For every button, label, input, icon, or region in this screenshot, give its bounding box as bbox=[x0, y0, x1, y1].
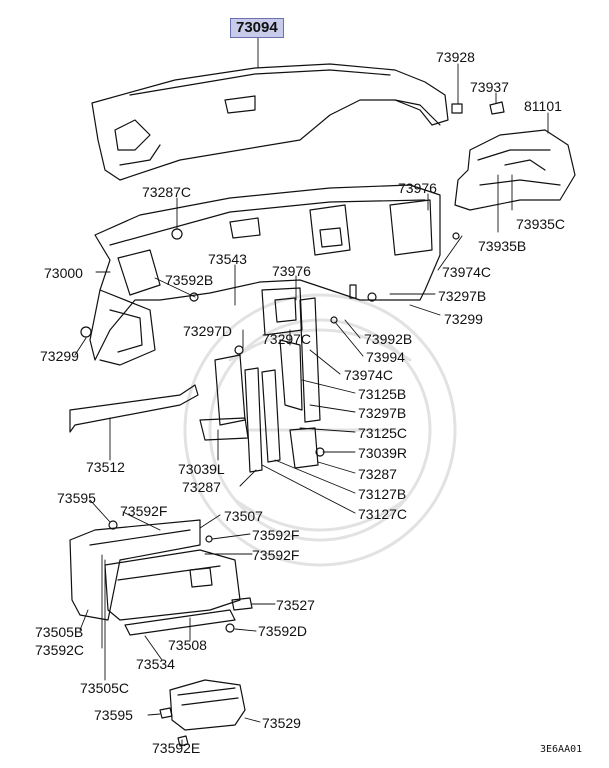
part-label-73976-lower[interactable]: 73976 bbox=[272, 263, 311, 279]
part-label-73976-upper[interactable]: 73976 bbox=[398, 180, 437, 196]
part-label-73592f-mid[interactable]: 73592F bbox=[252, 527, 300, 543]
part-label-73512[interactable]: 73512 bbox=[86, 459, 125, 475]
lower-module-73529 bbox=[159, 679, 246, 747]
dash-panel-main bbox=[89, 184, 441, 366]
part-label-73974c-right[interactable]: 73974C bbox=[442, 264, 492, 280]
part-label-73992b[interactable]: 73992B bbox=[364, 331, 413, 347]
part-label-73287-left[interactable]: 73287 bbox=[182, 479, 221, 495]
part-label-73125b[interactable]: 73125B bbox=[358, 386, 407, 402]
part-label-73094[interactable]: 73094 bbox=[230, 18, 284, 38]
part-label-73287-right[interactable]: 73287 bbox=[358, 466, 397, 482]
part-label-73592b[interactable]: 73592B bbox=[165, 272, 214, 288]
part-label-73127c[interactable]: 73127C bbox=[358, 506, 408, 522]
part-label-73974c-center[interactable]: 73974C bbox=[344, 367, 394, 383]
part-label-73527[interactable]: 73527 bbox=[276, 597, 315, 613]
dash-pad-upper bbox=[91, 63, 449, 181]
clip-73937 bbox=[489, 101, 505, 115]
part-label-73592d[interactable]: 73592D bbox=[258, 623, 308, 639]
part-label-81101[interactable]: 81101 bbox=[524, 98, 562, 114]
part-label-73994[interactable]: 73994 bbox=[366, 349, 405, 365]
meter-hood bbox=[454, 129, 576, 211]
part-label-73287c[interactable]: 73287C bbox=[142, 184, 192, 200]
glove-box-assembly bbox=[69, 519, 253, 636]
part-label-73937[interactable]: 73937 bbox=[470, 79, 509, 95]
clip-73928 bbox=[451, 103, 463, 114]
part-label-73297c[interactable]: 73297C bbox=[262, 331, 312, 347]
leader-lines bbox=[74, 36, 549, 746]
part-label-73039r[interactable]: 73039R bbox=[358, 445, 408, 461]
part-label-73592e[interactable]: 73592E bbox=[152, 740, 201, 756]
part-label-73299-right[interactable]: 73299 bbox=[444, 311, 483, 327]
part-label-73297b-center[interactable]: 73297B bbox=[358, 405, 407, 421]
part-label-73935c[interactable]: 73935C bbox=[516, 216, 566, 232]
part-label-73592c[interactable]: 73592C bbox=[35, 642, 85, 658]
part-label-73127b[interactable]: 73127B bbox=[358, 486, 407, 502]
part-label-73935b[interactable]: 73935B bbox=[478, 238, 527, 254]
part-label-73508[interactable]: 73508 bbox=[168, 637, 207, 653]
part-label-73039l[interactable]: 73039L bbox=[178, 461, 225, 477]
part-label-73595-lower[interactable]: 73595 bbox=[94, 707, 133, 723]
part-label-73297d[interactable]: 73297D bbox=[183, 323, 233, 339]
part-label-73000[interactable]: 73000 bbox=[44, 265, 83, 281]
part-label-73297b-right[interactable]: 73297B bbox=[438, 288, 487, 304]
part-label-73299-left[interactable]: 73299 bbox=[40, 348, 79, 364]
part-label-73505b[interactable]: 73505B bbox=[35, 624, 84, 640]
part-label-73505c[interactable]: 73505C bbox=[80, 680, 130, 696]
part-label-73543[interactable]: 73543 bbox=[208, 251, 247, 267]
part-label-73125c[interactable]: 73125C bbox=[358, 425, 408, 441]
part-label-73928[interactable]: 73928 bbox=[436, 49, 475, 65]
reinforcement-bar bbox=[69, 384, 199, 433]
part-label-73534[interactable]: 73534 bbox=[136, 656, 175, 672]
part-label-73592f-upper[interactable]: 73592F bbox=[120, 503, 168, 519]
watermark-emblem bbox=[183, 293, 457, 567]
part-label-73595-upper[interactable]: 73595 bbox=[57, 490, 96, 506]
part-label-73529[interactable]: 73529 bbox=[262, 715, 301, 731]
part-label-73592f-lower[interactable]: 73592F bbox=[252, 547, 300, 563]
part-label-73507[interactable]: 73507 bbox=[224, 508, 263, 524]
figure-code: 3E6AA01 bbox=[540, 744, 583, 755]
